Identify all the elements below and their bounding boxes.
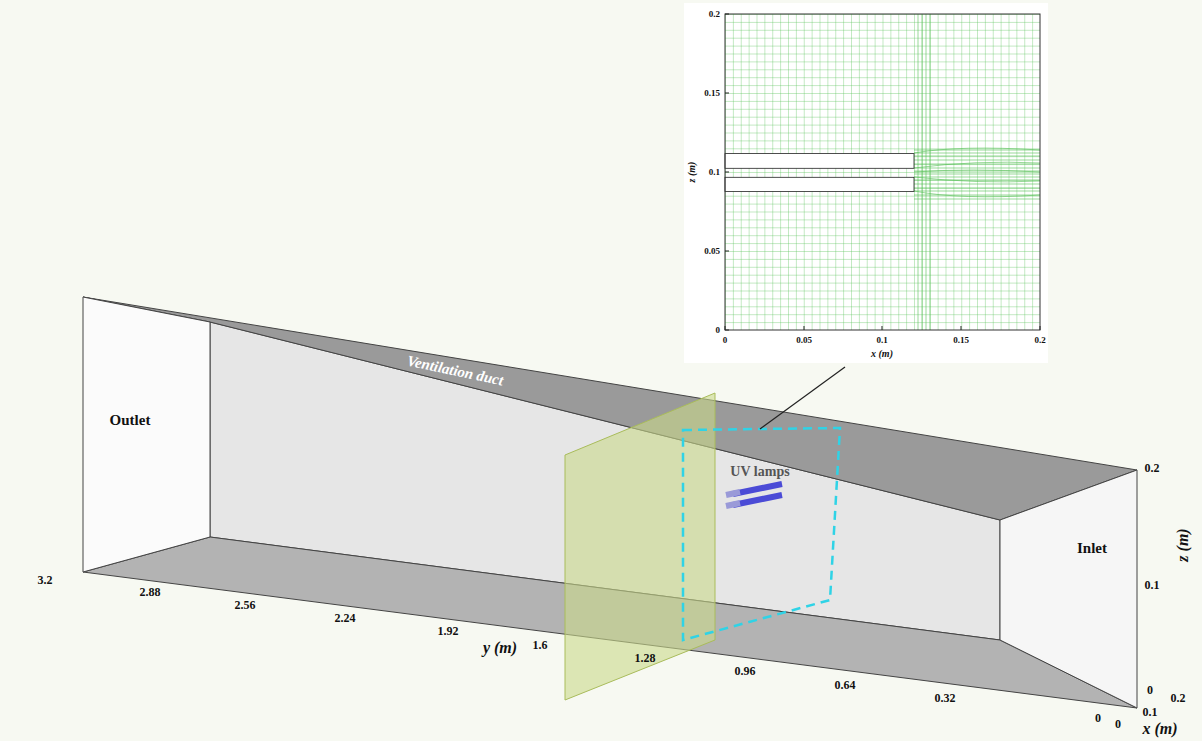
tick-label: 0.64 — [835, 679, 856, 691]
tick-label: 0.2 — [1145, 462, 1160, 474]
tick-label: 1.28 — [635, 652, 656, 664]
tick-label: 0.2 — [709, 10, 720, 19]
section-plane — [565, 393, 715, 700]
tick-label: 3.2 — [38, 574, 53, 586]
mesh-inset — [684, 3, 1048, 363]
tick-label: 0.96 — [735, 665, 756, 677]
tick-label: 0.15 — [953, 336, 969, 345]
axis-title: x (m) — [1142, 721, 1177, 737]
part-label: UV lamps — [730, 465, 789, 479]
tick-label: 2.24 — [335, 612, 356, 624]
tick-label: 0 — [1115, 718, 1121, 730]
axis-title: x (m) — [871, 349, 893, 359]
end-label: Inlet — [1077, 541, 1107, 556]
tick-label: 0 — [723, 336, 728, 345]
zoom-box — [683, 428, 840, 640]
tick-label: 0.2 — [1171, 692, 1186, 704]
tick-label: 0 — [1095, 712, 1101, 724]
tick-label: 0.1 — [709, 168, 720, 177]
uv-lamp-symbol — [726, 484, 782, 506]
duct-name: Ventilation duct — [406, 353, 505, 388]
tick-label: 0.1 — [1143, 706, 1158, 718]
tick-label: 0.05 — [704, 247, 720, 256]
axis-title: y (m) — [483, 640, 517, 656]
leader-line — [760, 367, 845, 429]
tick-label: 1.6 — [533, 639, 548, 651]
tick-label: 2.56 — [235, 599, 256, 611]
tick-label: 2.88 — [140, 586, 161, 598]
tick-label: 0.2 — [1034, 336, 1045, 345]
tick-label: 0.05 — [796, 336, 812, 345]
axis-title: z (m) — [1175, 528, 1191, 561]
tick-label: 0 — [1147, 684, 1153, 696]
axis-title: z (m) — [687, 162, 697, 183]
tick-label: 0 — [716, 326, 721, 335]
tick-label: 0.32 — [935, 692, 956, 704]
end-label: Outlet — [110, 413, 151, 428]
tick-label: 0.1 — [1145, 579, 1160, 591]
tick-label: 1.92 — [438, 625, 459, 637]
tick-label: 0.15 — [704, 89, 720, 98]
tick-label: 0.1 — [876, 336, 887, 345]
